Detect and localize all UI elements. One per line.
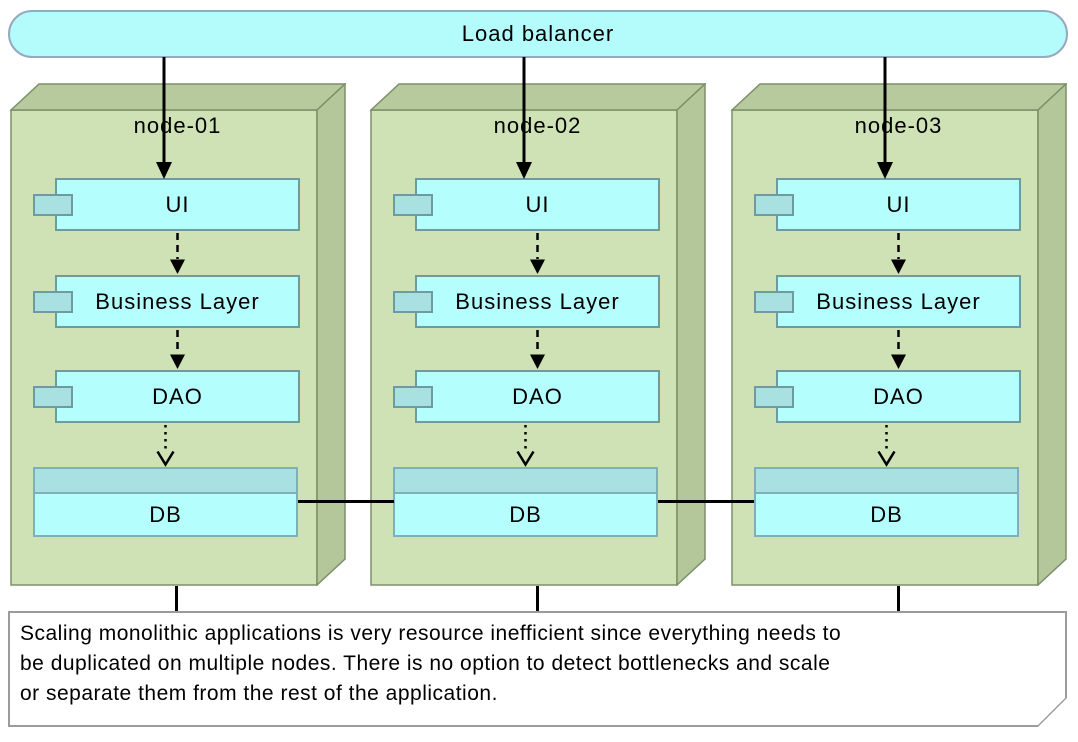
node-box-01: node-01 UI Business Layer DAO DB: [10, 83, 346, 586]
component-tab-icon: [393, 385, 433, 408]
arrow-lb-to-node-03: [877, 57, 893, 179]
component-tab-icon: [754, 193, 794, 216]
component-ui: UI: [33, 178, 300, 231]
db-link-line: [298, 500, 394, 503]
component-business-layer: Business Layer: [754, 275, 1021, 328]
node-label: node-03: [854, 113, 943, 138]
arrow-lb-to-node-01: [156, 57, 172, 179]
db-link-line: [658, 500, 754, 503]
database-label: DB: [149, 501, 182, 527]
database-header-band: [35, 469, 296, 494]
component-tab-icon: [33, 385, 73, 408]
note-text-line: Scaling monolithic applications is very …: [20, 622, 842, 645]
node-to-note-line: [897, 586, 900, 611]
component-label: DAO: [152, 383, 203, 409]
component-ui: UI: [754, 178, 1021, 231]
component-ui: UI: [393, 178, 660, 231]
database-label: DB: [870, 501, 903, 527]
note-box: Scaling monolithic applications is very …: [8, 611, 1067, 727]
note-text: Scaling monolithic applications is very …: [20, 619, 841, 709]
database-shape: DB: [33, 467, 298, 537]
arrowhead-icon: [877, 162, 893, 179]
component-tab-icon: [393, 193, 433, 216]
arrowhead-icon: [156, 162, 172, 179]
database-header-band: [395, 469, 656, 494]
note-text-line: or separate them from the rest of the ap…: [20, 682, 498, 705]
component-tab-icon: [33, 290, 73, 313]
component-label: Business Layer: [816, 288, 981, 314]
load-balancer-shape: Load balancer: [8, 10, 1068, 58]
note-fill-shape: [10, 613, 1065, 725]
component-tab-icon: [754, 290, 794, 313]
database-label: DB: [509, 501, 542, 527]
component-dao: DAO: [393, 370, 660, 423]
component-tab-icon: [754, 385, 794, 408]
component-label: UI: [886, 191, 911, 217]
arrowhead-icon: [516, 162, 532, 179]
component-label: UI: [165, 191, 190, 217]
component-label: UI: [525, 191, 550, 217]
database-shape: DB: [754, 467, 1019, 537]
node-box-03: node-03 UI Business Layer DAO DB: [731, 83, 1067, 586]
component-business-layer: Business Layer: [393, 275, 660, 328]
load-balancer-label: Load balancer: [461, 21, 615, 46]
component-label: DAO: [873, 383, 924, 409]
component-label: DAO: [512, 383, 563, 409]
note-text-line: be duplicated on multiple nodes. There i…: [20, 652, 831, 675]
component-dao: DAO: [754, 370, 1021, 423]
node-to-note-line: [175, 586, 178, 611]
arrow-lb-to-node-02: [516, 57, 532, 179]
component-dao: DAO: [33, 370, 300, 423]
component-tab-icon: [33, 193, 73, 216]
component-business-layer: Business Layer: [33, 275, 300, 328]
node-to-note-line: [536, 586, 539, 611]
component-label: Business Layer: [455, 288, 620, 314]
node-box-02: node-02 UI Business Layer DAO DB: [370, 83, 706, 586]
component-tab-icon: [393, 290, 433, 313]
database-shape: DB: [393, 467, 658, 537]
node-label: node-01: [133, 113, 222, 138]
component-label: Business Layer: [95, 288, 260, 314]
node-label: node-02: [493, 113, 582, 138]
database-header-band: [756, 469, 1017, 494]
